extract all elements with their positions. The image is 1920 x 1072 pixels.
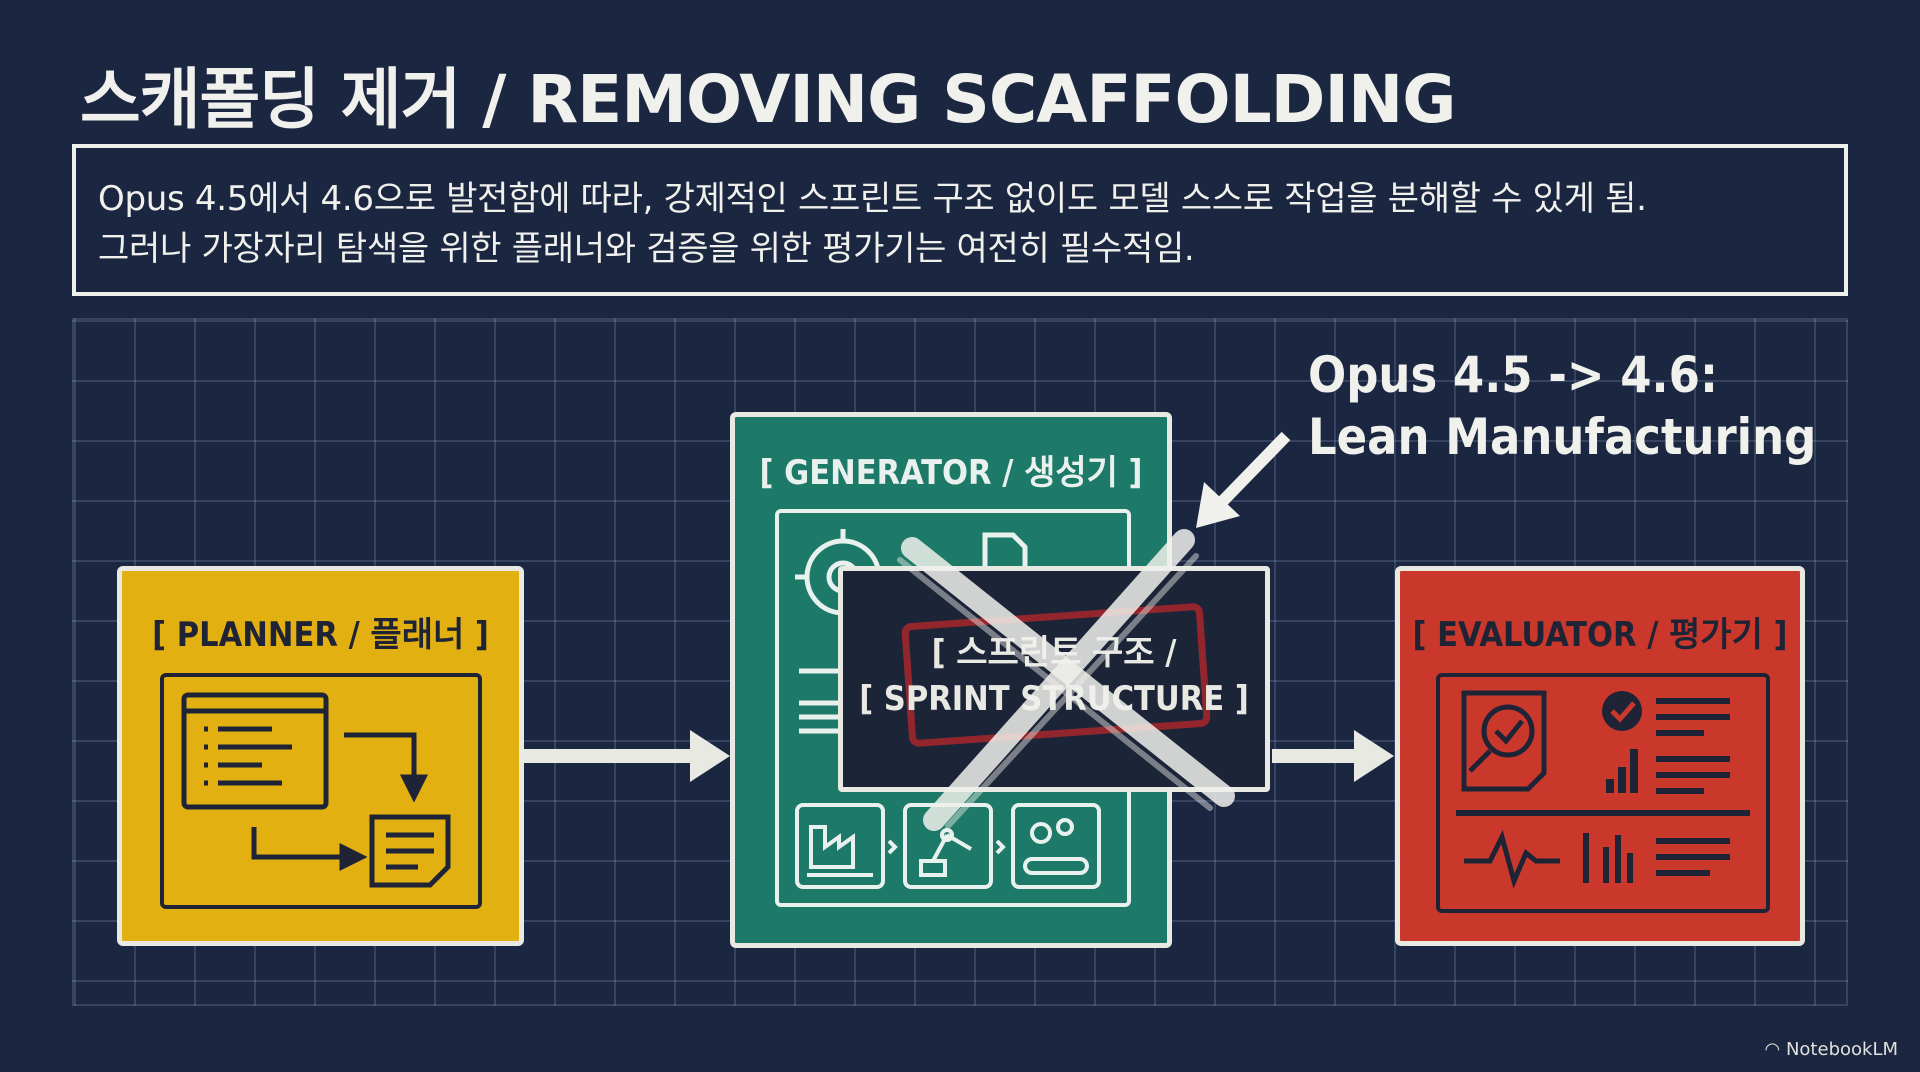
arrow-planner-to-generator — [524, 730, 730, 782]
planner-diagram — [181, 692, 451, 888]
watermark: ◠ NotebookLM — [1765, 1039, 1898, 1060]
evaluator-box: [ EVALUATOR / 평가기 ] — [1395, 566, 1805, 946]
checklist-icon — [181, 692, 329, 810]
conveyor-icon — [1023, 818, 1089, 875]
callout-line-1: Opus 4.5 -> 4.6: — [1308, 346, 1718, 404]
notebooklm-logo-icon: ◠ — [1764, 1039, 1786, 1060]
summary-line-2: 그러나 가장자리 탐색을 위한 플래너와 검증을 위한 평가기는 여전히 필수적… — [98, 229, 1195, 269]
bar-chart-icon — [1606, 749, 1638, 793]
magnifier-check-icon — [1461, 690, 1547, 792]
watermark-text: NotebookLM — [1785, 1039, 1898, 1060]
document-icon — [369, 814, 451, 888]
summary-box: Opus 4.5에서 4.6으로 발전함에 따라, 강제적인 스프린트 구조 없… — [72, 144, 1848, 296]
page-title: 스캐폴딩 제거 / REMOVING SCAFFOLDING — [80, 61, 1456, 138]
generator-label: [ GENERATOR / 생성기 ] — [759, 453, 1143, 493]
planner-box: [ PLANNER / 플래너 ] — [117, 566, 524, 946]
evaluator-inner-panel — [1436, 673, 1770, 913]
pulse-icon — [1464, 830, 1560, 889]
checkmark-icon — [1602, 691, 1642, 731]
callout-text: Opus 4.5 -> 4.6: Lean Manufacturing — [1308, 344, 1816, 468]
evaluator-label: [ EVALUATOR / 평가기 ] — [1412, 615, 1788, 655]
evaluator-diagram — [1456, 690, 1750, 889]
arrow-generator-to-evaluator — [1272, 730, 1394, 782]
planner-label: [ PLANNER / 플래너 ] — [152, 615, 489, 655]
factory-icon — [807, 825, 873, 877]
planner-inner-panel — [160, 673, 482, 909]
robot-arm-icon — [919, 828, 973, 877]
callout-arrow — [1196, 431, 1291, 528]
callout-line-2: Lean Manufacturing — [1308, 408, 1817, 466]
summary-line-1: Opus 4.5에서 4.6으로 발전함에 따라, 강제적인 스프린트 구조 없… — [98, 179, 1647, 219]
